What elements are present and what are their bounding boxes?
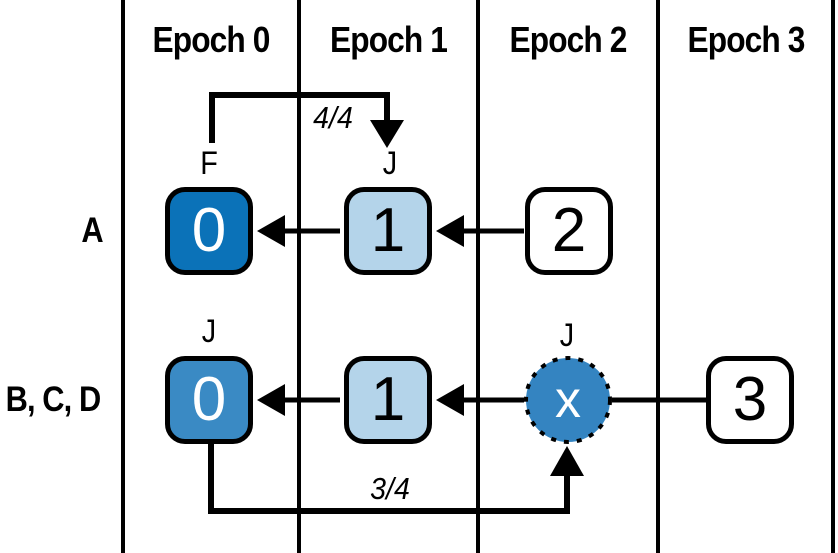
tag-joint-b0: J <box>201 312 217 349</box>
node-bcd-epoch3: 3 <box>706 356 794 444</box>
row-label-bcd: B, C, D <box>5 380 102 419</box>
row-label-a: A <box>81 211 103 250</box>
tag-follower-a0: F <box>200 144 218 181</box>
node-bcd-epoch1: 1 <box>344 356 432 444</box>
node-a-epoch1: 1 <box>344 187 432 275</box>
arrow-vote-bottom <box>208 444 570 514</box>
vote-label-top: 4/4 <box>313 100 353 135</box>
vote-label-bottom: 3/4 <box>370 471 410 506</box>
arrowhead-left-icon <box>436 215 464 247</box>
dead-node-circle <box>524 356 612 444</box>
column-header-epoch-1: Epoch 1 <box>329 19 448 60</box>
column-header-epoch-0: Epoch 0 <box>152 19 270 60</box>
node-a-epoch2: 2 <box>525 187 613 275</box>
arrow-vote-top <box>209 92 390 143</box>
column-header-epoch-2: Epoch 2 <box>509 19 627 60</box>
node-a-epoch0: 0 <box>165 187 253 275</box>
column-header-epoch-3: Epoch 3 <box>687 19 805 60</box>
arrowhead-down-icon <box>370 120 404 148</box>
arrowhead-left-icon <box>257 384 285 416</box>
arrowhead-left-icon <box>257 215 285 247</box>
node-bcd-epoch0: 0 <box>165 356 253 444</box>
tag-joint-bx: J <box>559 316 575 353</box>
arrowhead-left-icon <box>436 384 464 416</box>
dead-node-value: x <box>555 371 581 429</box>
arrowhead-up-icon <box>550 446 584 476</box>
tag-joint-a1: J <box>382 144 398 181</box>
